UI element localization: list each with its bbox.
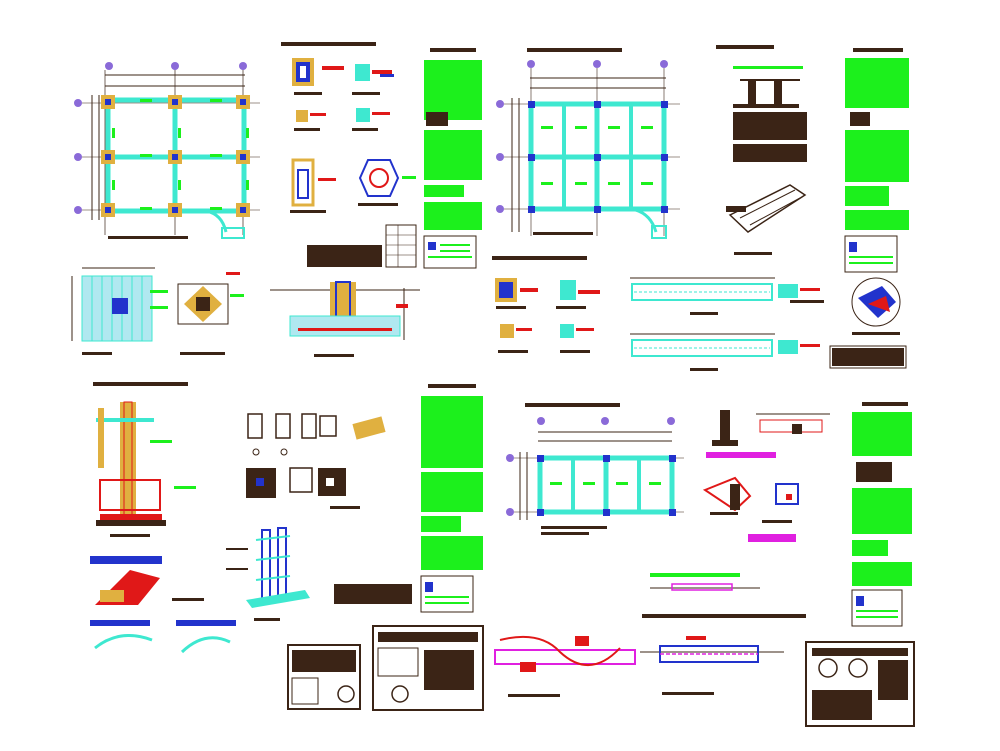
general-notes-3 bbox=[420, 384, 483, 613]
legend-block bbox=[334, 584, 412, 604]
axis-bubble-icon bbox=[506, 508, 514, 516]
footing-section-detail bbox=[270, 281, 420, 357]
title-block-1 bbox=[307, 224, 417, 268]
axis-bubble-icon bbox=[527, 60, 535, 68]
axis-bubble-icon bbox=[667, 417, 675, 425]
title-sheet-block-2 bbox=[372, 625, 484, 711]
beam-rebar-detail-2 bbox=[640, 636, 784, 695]
column-connection-details bbox=[246, 413, 386, 509]
general-notes-1 bbox=[423, 48, 482, 269]
title-sheet-block-1 bbox=[287, 644, 361, 710]
axis-bubble-icon bbox=[74, 99, 82, 107]
title-sheet-block-3 bbox=[805, 641, 915, 727]
axis-bubble-icon bbox=[496, 205, 504, 213]
general-notes-4 bbox=[851, 402, 912, 627]
axis-bubble-icon bbox=[537, 417, 545, 425]
general-notes-2 bbox=[844, 48, 909, 335]
stair-detail-top-right bbox=[716, 45, 807, 255]
beam-elevation-details bbox=[630, 277, 907, 371]
column-base-detail bbox=[177, 272, 244, 355]
axis-bubble-icon bbox=[496, 100, 504, 108]
beam-rebar-detail-1 bbox=[494, 635, 636, 697]
detail-callout-icon bbox=[848, 658, 868, 678]
footing-plan-detail bbox=[71, 267, 168, 355]
axis-bubble-icon bbox=[506, 454, 514, 462]
column-section-details-2 bbox=[492, 256, 600, 353]
axis-bubble-icon bbox=[171, 62, 179, 70]
axis-bubble-icon bbox=[105, 62, 113, 70]
detail-callout-icon bbox=[391, 685, 409, 703]
foundation-plan-3 bbox=[506, 403, 684, 535]
wall-section-detail-1 bbox=[642, 573, 806, 618]
foundation-plan-2 bbox=[496, 48, 680, 239]
foundation-plan-1 bbox=[74, 62, 260, 239]
axis-bubble-icon bbox=[74, 153, 82, 161]
base-plate-details bbox=[702, 410, 830, 542]
section-marker-icon bbox=[252, 448, 260, 456]
axis-bubble-icon bbox=[74, 206, 82, 214]
column-section-details-1 bbox=[281, 42, 416, 213]
axis-bubble-icon bbox=[601, 417, 609, 425]
axis-bubble-icon bbox=[593, 60, 601, 68]
column-elevation-rebar bbox=[226, 527, 310, 621]
axis-bubble-icon bbox=[496, 153, 504, 161]
axis-bubble-icon bbox=[660, 60, 668, 68]
detail-callout-icon bbox=[337, 685, 355, 703]
section-marker-icon bbox=[280, 448, 288, 456]
retaining-wall-section bbox=[93, 382, 196, 537]
detail-callout-icon bbox=[818, 658, 838, 678]
axis-bubble-icon bbox=[239, 62, 247, 70]
rebar-detail-callouts bbox=[90, 556, 236, 654]
